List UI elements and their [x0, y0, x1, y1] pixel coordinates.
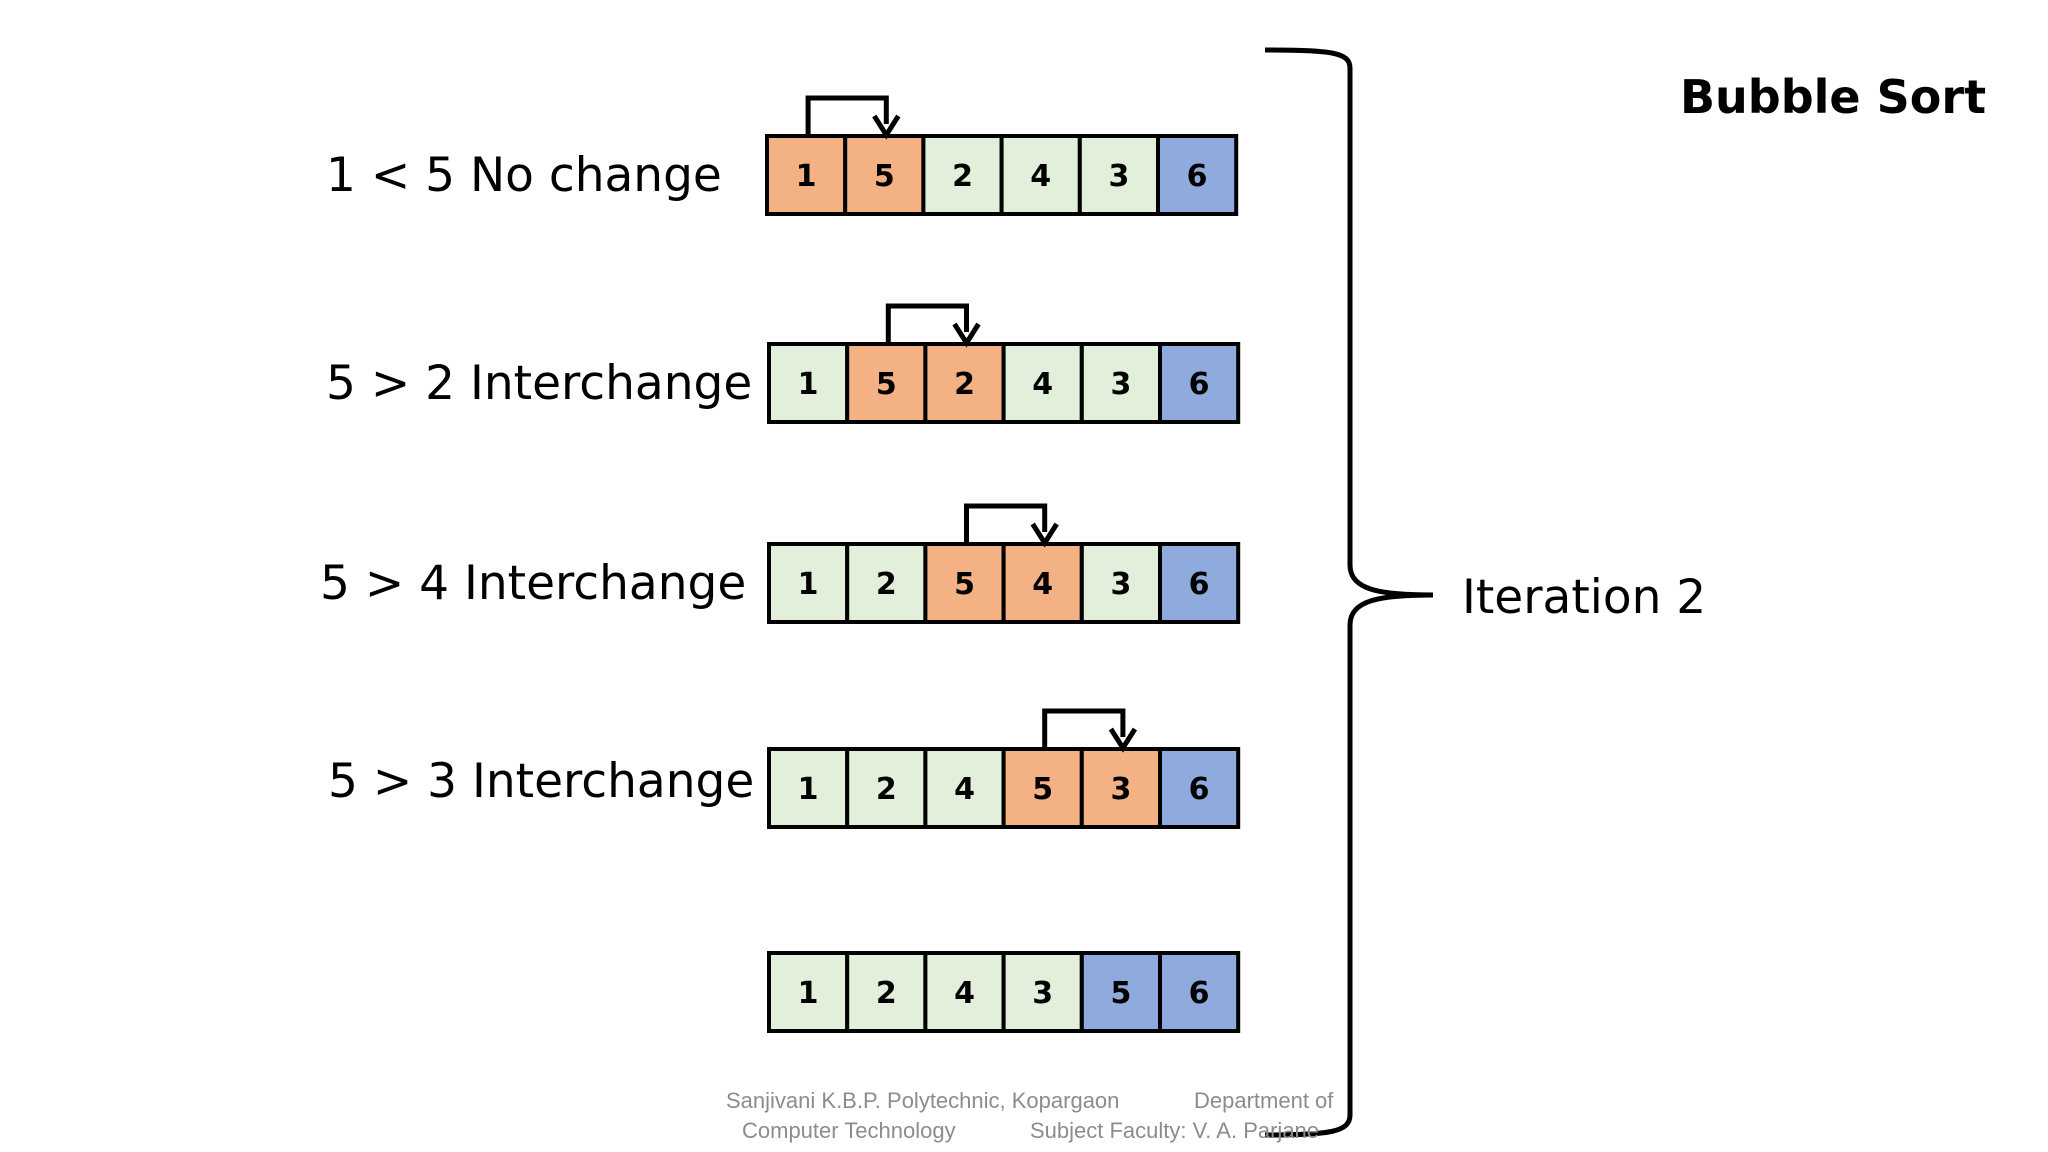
- array-cell: [765, 134, 848, 216]
- array-cell-value: 1: [798, 567, 819, 602]
- array-cell-value: 4: [1032, 367, 1053, 402]
- iteration-label: Iteration 2: [1462, 570, 1707, 625]
- compare-arrow: [885, 303, 969, 344]
- array-cell: [1077, 134, 1161, 216]
- compare-arrow-head: [1108, 727, 1138, 753]
- array-cell-value: 3: [1108, 159, 1129, 194]
- curly-brace: [1264, 47, 1434, 1138]
- footer-institution: Sanjivani K.B.P. Polytechnic, Kopargaon: [726, 1088, 1120, 1113]
- array-cell: [923, 951, 1006, 1033]
- array-cell-value: 1: [798, 367, 819, 402]
- array-cell: [845, 951, 928, 1033]
- array-cell-value: 4: [954, 772, 975, 807]
- array-cell-value: 4: [1032, 567, 1053, 602]
- array-cell: [843, 134, 926, 216]
- array-cell-value: 6: [1189, 567, 1210, 602]
- array-cell-value: 6: [1189, 772, 1210, 807]
- compare-arrow: [805, 95, 889, 136]
- footer-department-cont: Computer Technology: [742, 1118, 956, 1143]
- array-cell: [1158, 747, 1241, 829]
- step-label-3: 5 > 4 Interchange: [320, 556, 747, 611]
- step-label-2: 5 > 2 Interchange: [326, 356, 753, 411]
- array-cell-value: 5: [1032, 772, 1053, 807]
- array-cell: [1158, 951, 1241, 1033]
- array-cell-value: 6: [1187, 159, 1208, 194]
- array-cell: [923, 342, 1006, 424]
- array-cell-value: 5: [874, 159, 895, 194]
- array-cell-value: 2: [952, 159, 973, 194]
- array-cell: [767, 951, 850, 1033]
- array-cell-value: 4: [1030, 159, 1051, 194]
- array-cell-value: 2: [876, 567, 897, 602]
- array-cell-value: 2: [876, 772, 897, 807]
- array-cell: [767, 342, 850, 424]
- array-cell-value: 5: [1110, 976, 1131, 1011]
- compare-arrow: [964, 503, 1048, 544]
- compare-arrow-head: [1030, 522, 1059, 548]
- array-cell-value: 1: [796, 159, 817, 194]
- array-cell-value: 6: [1189, 367, 1210, 402]
- compare-arrow: [1042, 708, 1126, 749]
- array-cell: [845, 342, 928, 424]
- array-cell-value: 5: [954, 567, 975, 602]
- array-cell-value: 2: [876, 976, 897, 1011]
- array-cell: [1158, 342, 1241, 424]
- step-label-4: 5 > 3 Interchange: [328, 754, 755, 809]
- array-cell: [1079, 951, 1163, 1033]
- array-cell-value: 3: [1032, 976, 1053, 1011]
- array-cell-value: 3: [1110, 772, 1131, 807]
- array-cell-value: 6: [1189, 976, 1210, 1011]
- array-cell: [921, 134, 1004, 216]
- compare-arrow-head: [872, 114, 901, 140]
- compare-arrow-head: [952, 322, 981, 348]
- array-cell: [1156, 134, 1239, 216]
- array-cell: [1079, 747, 1163, 829]
- array-cell-value: 3: [1110, 367, 1131, 402]
- array-cell-value: 1: [798, 976, 819, 1011]
- array-cell-value: 4: [954, 976, 975, 1011]
- array-cell-value: 3: [1110, 567, 1131, 602]
- array-cell-value: 5: [876, 367, 897, 402]
- footer-department: Department of: [1194, 1088, 1334, 1113]
- footer-faculty: Subject Faculty: V. A. Parjane: [1030, 1118, 1320, 1143]
- array-cell-value: 2: [954, 367, 975, 402]
- array-cell-value: 1: [798, 772, 819, 807]
- step-label-1: 1 < 5 No change: [326, 148, 722, 203]
- array-cell: [1079, 342, 1163, 424]
- slide-title: Bubble Sort: [1680, 70, 1987, 124]
- array-cell: [1158, 542, 1241, 624]
- array-cell: [767, 542, 850, 624]
